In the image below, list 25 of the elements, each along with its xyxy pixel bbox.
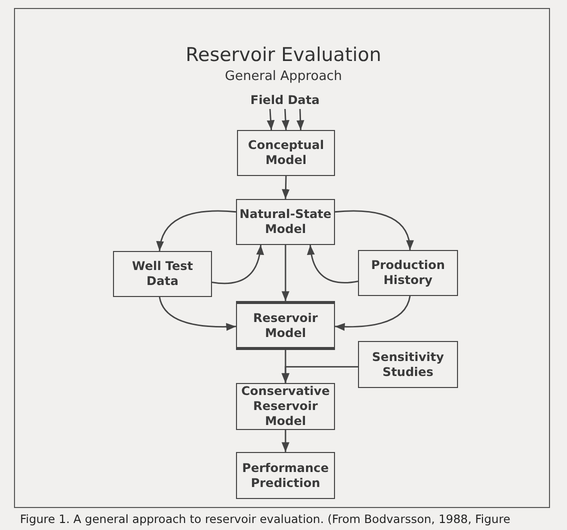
arrow bbox=[307, 244, 358, 284]
arrow bbox=[334, 210, 414, 250]
arrow bbox=[282, 108, 290, 130]
arrow bbox=[266, 108, 275, 130]
arrow bbox=[282, 366, 358, 383]
arrow bbox=[212, 244, 264, 284]
process-box: Conservative Reservoir Model bbox=[236, 383, 335, 430]
arrow bbox=[156, 210, 236, 252]
process-box: Reservoir Model bbox=[236, 301, 335, 350]
arrow bbox=[158, 296, 236, 331]
arrow bbox=[296, 108, 304, 130]
diagram-title: Reservoir Evaluation bbox=[184, 44, 382, 66]
process-box: Well Test Data bbox=[113, 251, 212, 297]
process-box: Natural-State Model bbox=[236, 199, 335, 245]
process-box: Conceptual Model bbox=[237, 130, 335, 176]
diagram-subtitle: General Approach bbox=[224, 69, 344, 84]
arrow bbox=[282, 430, 290, 452]
arrow bbox=[282, 176, 290, 200]
process-box: Sensitivity Studies bbox=[358, 341, 458, 388]
arrow bbox=[282, 245, 290, 301]
node-label: Field Data bbox=[235, 91, 335, 109]
arrow bbox=[334, 296, 411, 331]
process-box: Performance Prediction bbox=[236, 452, 335, 499]
process-box: Production History bbox=[358, 250, 458, 296]
figure-caption: Figure 1. A general approach to reservoir evaluation. (From Bodvarsson, 1988, Figure bbox=[20, 512, 510, 526]
